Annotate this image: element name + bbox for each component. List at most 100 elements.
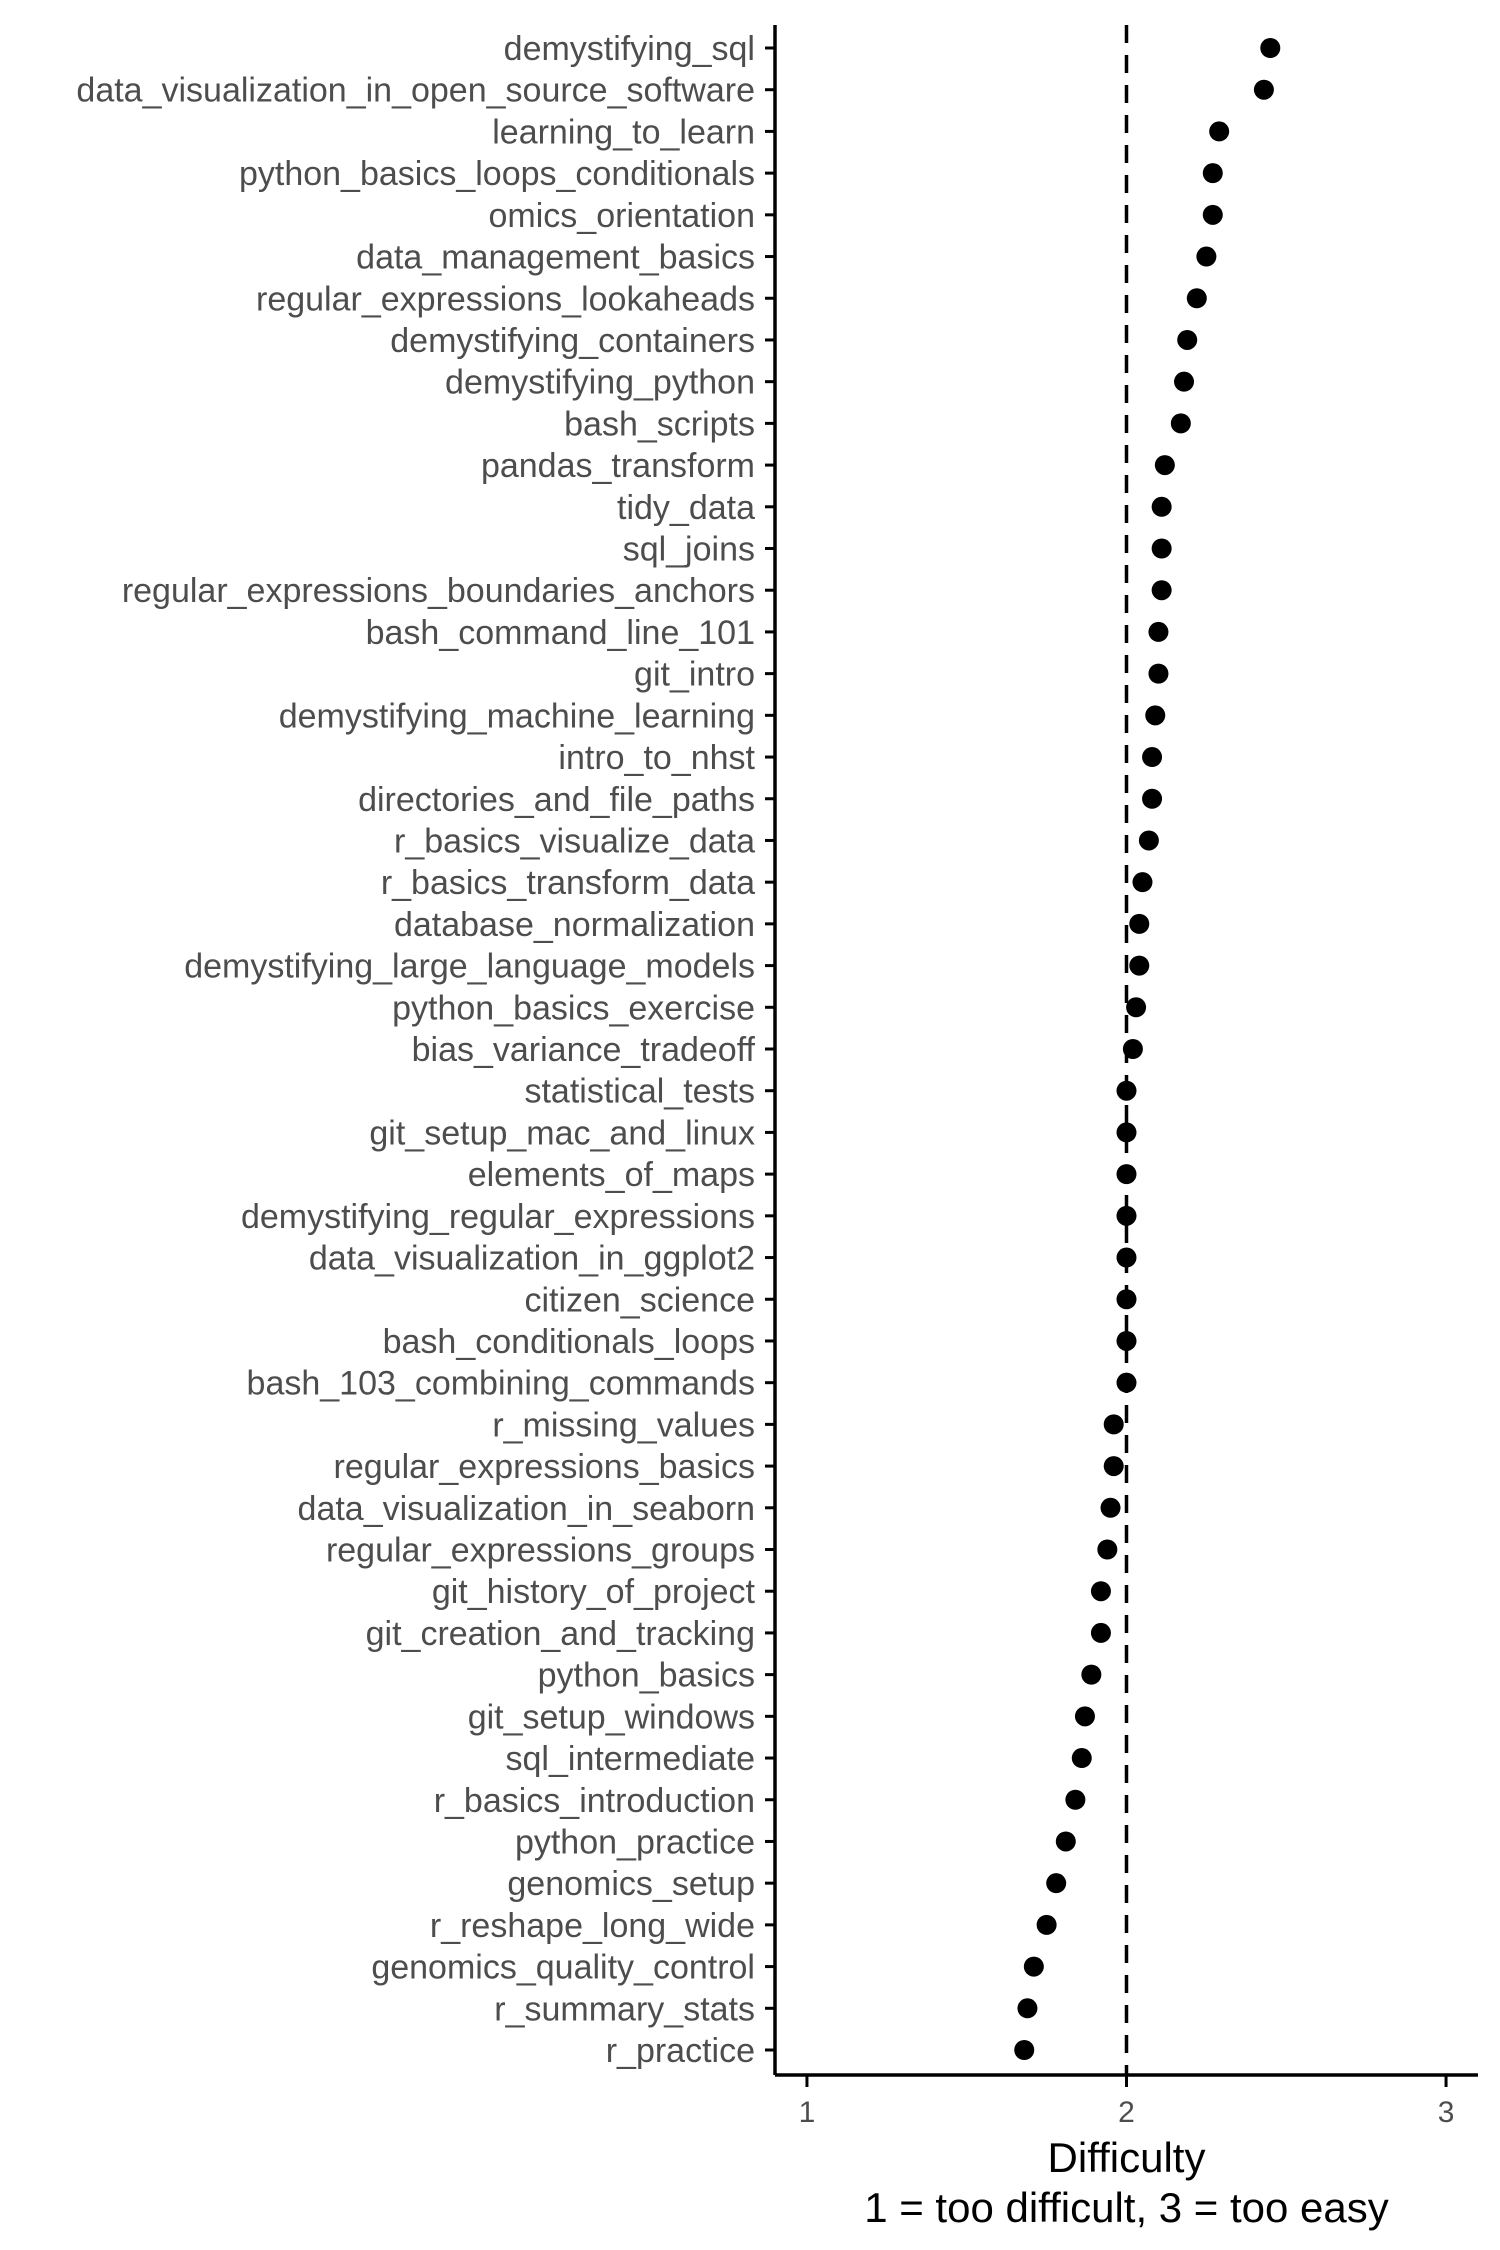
data-point xyxy=(1209,121,1230,142)
data-point xyxy=(1036,1914,1057,1935)
x-tick-marks xyxy=(805,2075,1448,2087)
data-point xyxy=(1116,1080,1137,1101)
data-point xyxy=(1116,1372,1137,1393)
data-point xyxy=(1126,997,1147,1018)
data-point xyxy=(1177,329,1198,350)
data-point xyxy=(1116,1164,1137,1185)
y-tick-label: python_basics_exercise xyxy=(392,989,755,1027)
y-tick-label: demystifying_regular_expressions xyxy=(241,1198,755,1236)
y-tick-label: data_visualization_in_ggplot2 xyxy=(309,1240,755,1278)
y-tick-label: demystifying_large_language_models xyxy=(184,948,755,986)
data-point xyxy=(1017,1998,1038,2019)
y-tick-label: git_history_of_project xyxy=(432,1573,756,1611)
data-point xyxy=(1065,1789,1086,1810)
y-tick-label: regular_expressions_boundaries_anchors xyxy=(122,572,755,610)
data-point xyxy=(1186,288,1207,309)
data-point xyxy=(1116,1289,1137,1310)
data-point xyxy=(1014,2040,1035,2060)
y-tick-label: demystifying_sql xyxy=(504,30,755,68)
data-point xyxy=(1148,663,1169,684)
data-point xyxy=(1046,1873,1067,1894)
y-tick-label: git_intro xyxy=(634,656,755,694)
y-tick-label: python_basics_loops_conditionals xyxy=(239,155,755,193)
y-tick-label: genomics_quality_control xyxy=(371,1949,755,1987)
y-tick-label: git_setup_windows xyxy=(468,1698,755,1736)
y-tick-label: r_reshape_long_wide xyxy=(430,1907,755,1945)
y-tick-label: regular_expressions_basics xyxy=(334,1448,755,1486)
y-tick-label: bash_conditionals_loops xyxy=(383,1323,755,1361)
y-tick-label: regular_expressions_lookaheads xyxy=(256,280,755,318)
data-point xyxy=(1023,1956,1044,1977)
y-tick-labels: demystifying_sql data_visualization_in_op… xyxy=(76,30,755,2070)
data-point xyxy=(1145,705,1166,726)
y-tick-label: pandas_transform xyxy=(481,447,755,485)
y-tick-label: tidy_data xyxy=(617,489,755,527)
y-tick-label: bash_command_line_101 xyxy=(366,614,755,652)
data-point xyxy=(1138,830,1159,851)
data-point xyxy=(1055,1831,1076,1852)
data-point xyxy=(1116,1247,1137,1268)
data-point xyxy=(1142,747,1163,768)
data-point xyxy=(1260,38,1281,58)
y-tick-label: git_creation_and_tracking xyxy=(366,1615,755,1653)
y-tick-label: r_basics_introduction xyxy=(434,1782,755,1820)
data-point xyxy=(1097,1539,1118,1560)
y-tick-label: data_management_basics xyxy=(356,239,755,277)
x-axis-title: Difficulty xyxy=(1048,2134,1206,2181)
y-tick-label: bash_103_combining_commands xyxy=(247,1365,755,1403)
x-tick-label: 1 xyxy=(799,2096,816,2129)
y-tick-label: r_basics_transform_data xyxy=(381,864,755,902)
data-point xyxy=(1090,1622,1111,1643)
data-point xyxy=(1253,79,1274,100)
y-tick-label: directories_and_file_paths xyxy=(358,781,755,819)
y-tick-label: bash_scripts xyxy=(564,405,755,443)
data-point xyxy=(1090,1581,1111,1602)
data-point xyxy=(1129,913,1150,934)
y-tick-label: bias_variance_tradeoff xyxy=(412,1031,756,1069)
data-point xyxy=(1074,1706,1095,1727)
y-tick-label: omics_orientation xyxy=(489,197,755,235)
y-tick-label: demystifying_containers xyxy=(390,322,755,360)
y-tick-label: citizen_science xyxy=(524,1281,755,1319)
y-tick-label: elements_of_maps xyxy=(468,1156,755,1194)
y-tick-label: python_basics xyxy=(538,1657,755,1695)
data-point xyxy=(1142,788,1163,809)
data-point xyxy=(1174,371,1195,392)
data-point xyxy=(1148,621,1169,642)
y-tick-label: r_basics_visualize_data xyxy=(394,822,755,860)
data-points xyxy=(1014,38,1281,2060)
data-point xyxy=(1151,580,1172,601)
data-point xyxy=(1202,163,1223,184)
y-tick-label: data_visualization_in_seaborn xyxy=(298,1490,755,1528)
y-tick-label: statistical_tests xyxy=(524,1073,755,1111)
data-point xyxy=(1116,1330,1137,1351)
y-tick-label: r_missing_values xyxy=(492,1406,755,1444)
data-point xyxy=(1154,455,1175,476)
data-point xyxy=(1081,1664,1102,1685)
y-tick-label: data_visualization_in_open_source_softwa… xyxy=(76,72,755,110)
y-tick-label: r_summary_stats xyxy=(494,1990,755,2028)
x-tick-label: 3 xyxy=(1438,2096,1455,2129)
data-point xyxy=(1151,496,1172,517)
data-point xyxy=(1196,246,1217,267)
data-point xyxy=(1202,204,1223,225)
y-tick-label: git_setup_mac_and_linux xyxy=(369,1114,755,1152)
y-tick-label: sql_joins xyxy=(623,531,755,569)
data-point xyxy=(1151,538,1172,559)
y-tick-label: sql_intermediate xyxy=(506,1740,755,1778)
data-point xyxy=(1129,955,1150,976)
data-point xyxy=(1103,1414,1124,1435)
data-point xyxy=(1100,1497,1121,1518)
y-tick-label: genomics_setup xyxy=(507,1865,755,1903)
y-tick-label: python_practice xyxy=(515,1823,755,1861)
x-tick-label: 2 xyxy=(1118,2096,1135,2129)
y-tick-label: demystifying_machine_learning xyxy=(279,697,755,735)
data-point xyxy=(1122,1039,1143,1059)
y-tick-label: demystifying_python xyxy=(445,364,755,402)
data-point xyxy=(1071,1748,1092,1769)
data-point xyxy=(1103,1456,1124,1477)
y-tick-label: database_normalization xyxy=(394,906,755,944)
y-tick-label: learning_to_learn xyxy=(492,113,755,151)
y-tick-label: intro_to_nhst xyxy=(558,739,755,777)
